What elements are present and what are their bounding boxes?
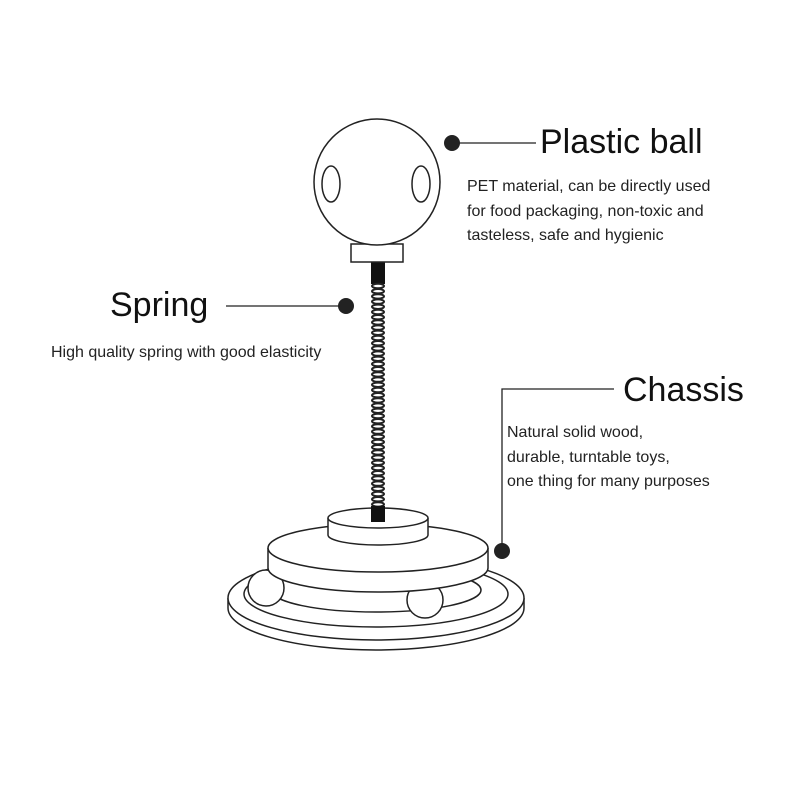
plastic-ball-description: PET material, can be directly used for f… [467, 175, 710, 249]
spring-coil [371, 464, 385, 472]
ball-pointer-dot [444, 135, 460, 151]
spring-coil [371, 329, 385, 336]
chassis-title: Chassis [623, 371, 744, 409]
spring-coil [371, 459, 385, 466]
chassis-line-2: durable, turntable toys, [507, 448, 670, 466]
spring-coil [371, 485, 385, 492]
spring-description: High quality spring with good elasticity [51, 341, 321, 366]
chassis-line-3: one thing for many purposes [507, 473, 710, 490]
ball-illustration [313, 118, 441, 263]
chassis-pointer-dot [494, 543, 510, 559]
spring-coil [371, 412, 385, 420]
spring-coil [371, 282, 385, 290]
spring-coil [371, 355, 385, 362]
spring-coil [371, 334, 385, 342]
spring-coil [371, 381, 385, 388]
spring-coil [371, 470, 385, 477]
spring-coil [371, 376, 385, 383]
spring-coil [371, 501, 385, 508]
spring-coil [371, 418, 385, 425]
plastic-ball-line-3: tasteless, safe and hygienic [467, 227, 664, 244]
spring-title: Spring [110, 286, 209, 324]
spring-coil [371, 454, 385, 461]
chassis-illustration [227, 507, 525, 651]
track-ball-left [247, 569, 285, 607]
spring-coil [371, 423, 385, 430]
plastic-ball-title: Plastic ball [540, 123, 703, 161]
spring-line-1: High quality spring with good elasticity [51, 344, 322, 361]
plastic-ball-line-1: PET material, can be directly used [467, 178, 711, 195]
spring-coil [371, 314, 385, 321]
spring-illustration [371, 262, 385, 522]
spring-coil [371, 298, 385, 305]
spring-coil [371, 324, 385, 331]
spring-coil [371, 449, 385, 456]
chassis-line-1: Natural solid wood, [507, 424, 644, 441]
spring-coil [371, 360, 385, 368]
leader-lines [226, 135, 614, 559]
spring-coil [371, 308, 385, 316]
spring-coil [371, 397, 385, 404]
spring-coil [371, 293, 385, 300]
spring-coil [371, 407, 385, 414]
spring-coil [371, 480, 385, 487]
spring-coil [371, 386, 385, 394]
spring-coil [371, 303, 385, 310]
plastic-ball-line-2: for food packaging, non-toxic and [467, 202, 704, 220]
spring-coil [371, 496, 385, 503]
spring-coil [371, 433, 385, 440]
spring-coil [371, 444, 385, 451]
spring-coil [371, 438, 385, 446]
spring-coil [371, 350, 385, 357]
spring-coil [371, 392, 385, 399]
spring-coil [371, 288, 385, 295]
spring-coil [371, 490, 385, 498]
spring-coil [371, 402, 385, 409]
chassis-description: Natural solid wood, durable, turntable t… [507, 421, 710, 495]
spring-coil [371, 366, 385, 373]
spring-coil [371, 340, 385, 347]
spring-coil [371, 371, 385, 378]
spring-coil [371, 475, 385, 482]
spring-coil [371, 319, 385, 326]
spring-pointer-dot [338, 298, 354, 314]
spring-coil [371, 345, 385, 352]
spring-coil [371, 428, 385, 435]
